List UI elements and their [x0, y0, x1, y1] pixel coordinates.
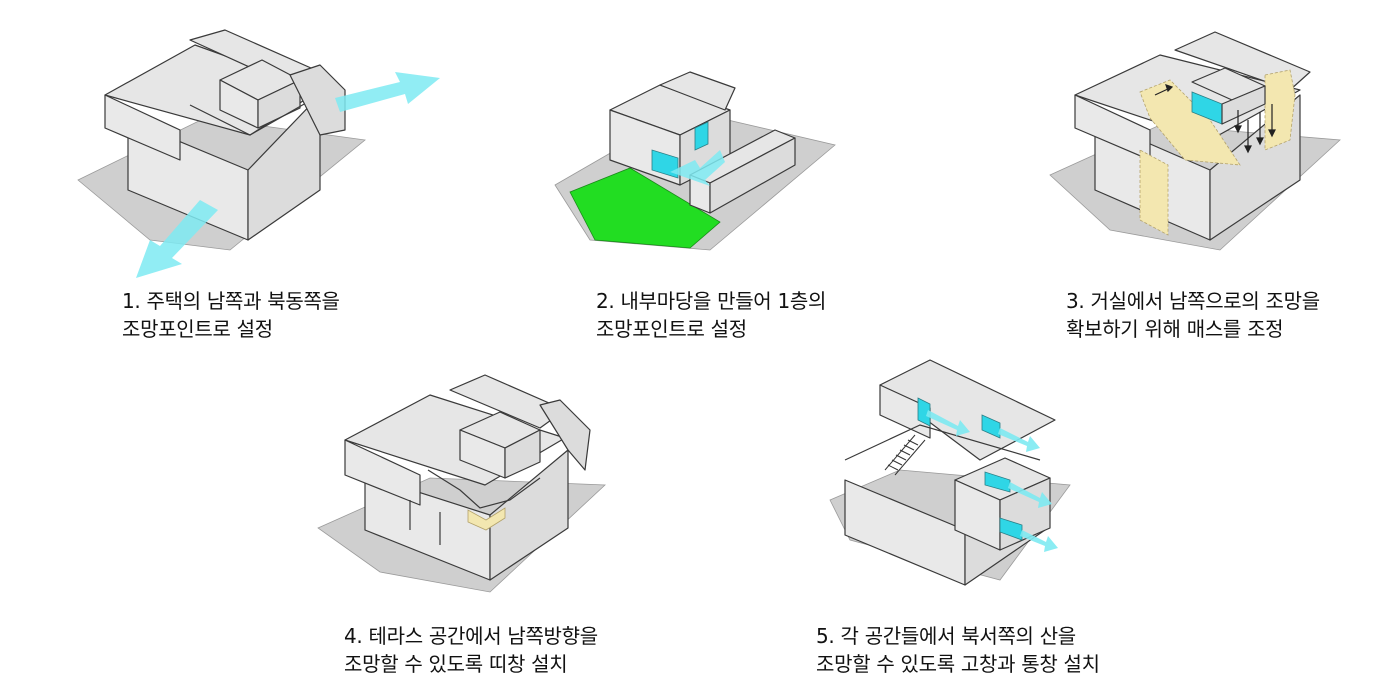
caption-line-2: 확보하기 위해 매스를 조정: [1066, 317, 1284, 341]
view-arrows-northwest: [926, 410, 1058, 552]
isometric-massing-3: [1049, 31, 1341, 251]
diagram-panel-5: 5. 각 공간들에서 북서쪽의 산을 조망할 수 있도록 고창과 통창 설치: [800, 340, 1220, 697]
caption-line-2: 조망할 수 있도록 띠창 설치: [344, 652, 568, 676]
diagram-panel-4: 4. 테라스 공간에서 남쪽방향을 조망할 수 있도록 띠창 설치: [300, 350, 680, 697]
adjust-arrows-icon: [1154, 84, 1276, 154]
caption-line-2: 조망할 수 있도록 고창과 통창 설치: [816, 652, 1100, 676]
caption-1: 1. 주택의 남쪽과 북동쪽을 조망포인트로 설정: [122, 287, 340, 343]
isometric-massing-2: [554, 71, 836, 251]
window-glass: [999, 517, 1023, 541]
caption-line-1: 2. 내부마당을 만들어 1층의: [596, 289, 827, 313]
window-glass: [984, 471, 1011, 493]
isometric-massing-5: [829, 359, 1071, 586]
caption-2: 2. 내부마당을 만들어 1층의 조망포인트로 설정: [596, 287, 826, 343]
caption-line-1: 1. 주택의 남쪽과 북동쪽을: [122, 289, 340, 313]
caption-line-2: 조망포인트로 설정: [596, 317, 747, 341]
window-glass: [981, 414, 1001, 439]
view-arrow-south: [136, 200, 218, 278]
caption-line-1: 5. 각 공간들에서 북서쪽의 산을: [816, 624, 1076, 648]
window-glass: [917, 397, 931, 427]
isometric-massing-1: [77, 29, 440, 278]
window-glass: [651, 149, 679, 179]
diagram-panel-3: 3. 거실에서 남쪽으로의 조망을 확보하기 위해 매스를 조정: [1020, 0, 1400, 343]
view-arrow-courtyard: [670, 150, 725, 186]
view-arrow-northeast: [335, 72, 440, 112]
diagram-panel-2: 2. 내부마당을 만들어 1층의 조망포인트로 설정: [520, 0, 900, 343]
diagram-panel-1: 1. 주택의 남쪽과 북동쪽을 조망포인트로 설정: [0, 0, 460, 343]
caption-line-1: 3. 거실에서 남쪽으로의 조망을: [1066, 289, 1320, 313]
caption-line-1: 4. 테라스 공간에서 남쪽방향을: [344, 624, 598, 648]
staircase: [884, 434, 926, 476]
ribbon-window: [467, 507, 506, 531]
mass-adjust-zone: [1139, 79, 1241, 166]
mass-adjust-zone: [1139, 149, 1169, 236]
caption-line-2: 조망포인트로 설정: [122, 317, 273, 341]
caption-5: 5. 각 공간들에서 북서쪽의 산을 조망할 수 있도록 고창과 통창 설치: [816, 622, 1100, 678]
caption-3: 3. 거실에서 남쪽으로의 조망을 확보하기 위해 매스를 조정: [1066, 287, 1320, 343]
inner-courtyard: [569, 167, 721, 249]
isometric-massing-4: [317, 374, 606, 593]
caption-4: 4. 테라스 공간에서 남쪽방향을 조망할 수 있도록 띠창 설치: [344, 622, 598, 678]
window-glass: [694, 121, 709, 151]
